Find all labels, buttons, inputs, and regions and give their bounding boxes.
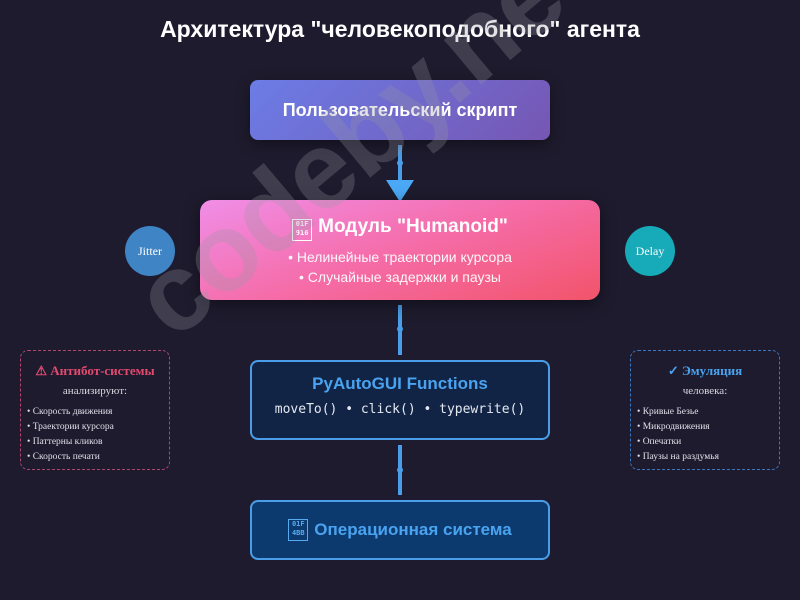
node-user-script-label: Пользовательский скрипт	[282, 99, 518, 120]
humanoid-feature: • Случайные задержки и паузы	[299, 269, 501, 285]
node-pyautogui: PyAutoGUI Functions moveTo() • click() •…	[250, 360, 550, 440]
node-humanoid-label: Модуль "Humanoid"	[318, 216, 508, 237]
emulation-subtitle: человека:	[682, 385, 728, 397]
emulation-list: • Кривые Безье • Микродвижения • Опечатк…	[637, 405, 779, 465]
connector-dot	[397, 326, 403, 332]
humanoid-feature: • Нелинейные траектории курсора	[288, 249, 512, 265]
emulation-item: • Опечатки	[637, 437, 682, 447]
node-pyautogui-functions: moveTo() • click() • typewrite()	[274, 402, 526, 417]
arrow-down-icon	[386, 180, 414, 202]
emulation-title: ✓ Эмуляция	[667, 363, 743, 378]
diagram-title: Архитектура "человекоподобного" агента	[160, 16, 640, 42]
connector-dot	[397, 160, 403, 166]
antibot-subtitle: анализируют:	[62, 385, 128, 397]
emulation-panel: ✓ Эмуляция человека: • Кривые Безье • Ми…	[630, 350, 780, 470]
emulation-item: • Кривые Безье	[637, 407, 699, 417]
connector-dot	[397, 467, 403, 473]
antibot-title: ⚠ Антибот-системы	[35, 363, 155, 378]
antibot-list: • Скорость движения • Траектории курсора…	[27, 405, 169, 465]
antibot-item: • Паттерны кликов	[27, 437, 103, 447]
jitter-label: Jitter	[138, 243, 162, 258]
jitter-badge: Jitter	[125, 226, 175, 276]
node-pyautogui-label: PyAutoGUI Functions	[312, 374, 488, 393]
emulation-item: • Микродвижения	[637, 422, 710, 432]
delay-badge: Delay	[625, 226, 675, 276]
node-user-script: Пользовательский скрипт	[250, 80, 550, 140]
watermark: codeby.net	[110, 0, 613, 361]
emulation-item: • Паузы на раздумья	[637, 452, 719, 462]
antibot-item: • Скорость печати	[27, 452, 100, 462]
delay-label: Delay	[635, 243, 665, 258]
antibot-panel: ⚠ Антибот-системы анализируют: • Скорост…	[20, 350, 170, 470]
antibot-item: • Скорость движения	[27, 407, 113, 417]
antibot-item: • Траектории курсора	[27, 422, 114, 432]
node-os-label: Операционная система	[314, 520, 512, 539]
